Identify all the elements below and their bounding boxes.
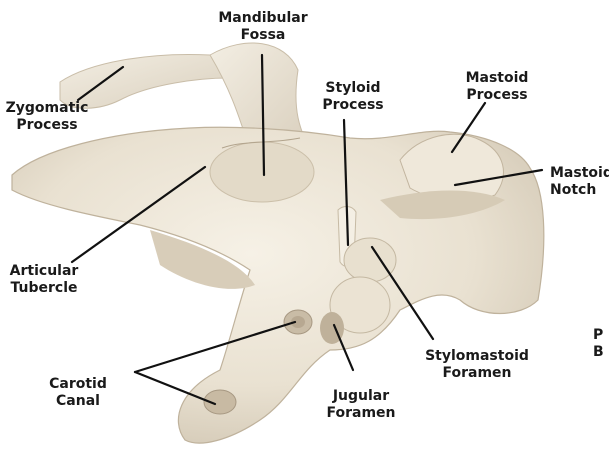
mandibular-fossa-shape (210, 142, 314, 202)
label-stylomastoid-foramen: Stylomastoid Foramen (421, 348, 533, 382)
label-styloid-process: Styloid Process (315, 80, 391, 114)
label-mandibular-fossa: Mandibular Fossa (215, 10, 311, 44)
label-mastoid-process: Mastoid Process (459, 70, 535, 104)
label-jugular-foramen: Jugular Foramen (318, 388, 404, 422)
label-carotid-canal: Carotid Canal (40, 376, 116, 410)
label-partial-cropped: P B (593, 327, 609, 361)
stylomastoid-region (344, 238, 396, 282)
label-zygomatic-process: Zygomatic Process (2, 100, 92, 134)
label-mastoid-notch: Mastoid Notch (550, 165, 609, 199)
label-articular-tubercle: Articular Tubercle (4, 263, 84, 297)
